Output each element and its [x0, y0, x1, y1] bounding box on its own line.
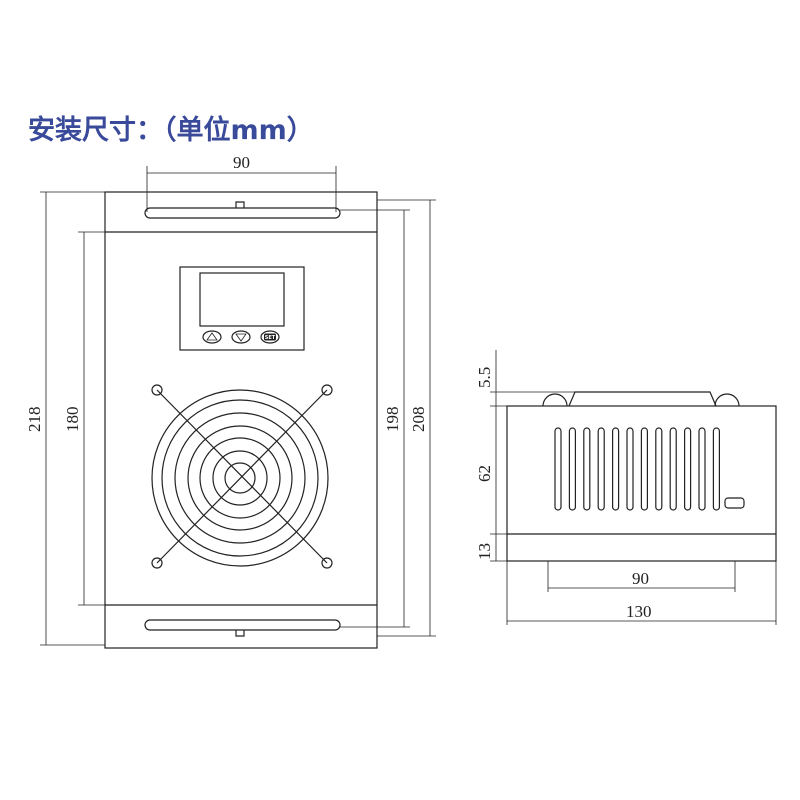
- dim-180-label: 180: [63, 407, 82, 433]
- vent-slot: [626, 427, 634, 511]
- top-slot: [144, 207, 341, 219]
- vent-slot: [712, 427, 721, 511]
- fan-guard: [151, 384, 333, 569]
- dim-208-label: 208: [409, 407, 428, 433]
- up-arrow-icon: [206, 332, 218, 341]
- up-button[interactable]: [202, 330, 222, 344]
- dimensions-side: 5.5 62 13 90 130: [475, 350, 777, 625]
- side-view: 5.5 62 13 90 130: [475, 350, 777, 625]
- dim-218-label: 218: [25, 407, 44, 433]
- vent-slot: [683, 427, 692, 511]
- dim-130-label: 130: [626, 602, 652, 621]
- down-button[interactable]: [231, 330, 251, 344]
- front-view: SET 90 218 180 198 208: [25, 153, 436, 649]
- down-arrow-icon: [235, 333, 247, 342]
- vent-slot: [554, 427, 562, 511]
- dim-90-side-label: 90: [632, 569, 649, 588]
- page-title: 安装尺寸：（单位mm）: [28, 115, 314, 146]
- display-panel: SET: [179, 266, 305, 351]
- dim-90-label: 90: [233, 153, 250, 172]
- dimensions-front: 90 218 180 198 208: [25, 153, 436, 646]
- dim-62-label: 62: [475, 465, 494, 482]
- indicator: [724, 497, 745, 509]
- dim-13-label: 13: [475, 543, 494, 560]
- vent-slot: [669, 427, 677, 511]
- vent-slots: [554, 427, 721, 511]
- vent-slot: [611, 427, 620, 511]
- set-button[interactable]: [260, 330, 280, 344]
- vent-slot: [655, 427, 663, 511]
- vent-slot: [597, 427, 605, 511]
- vent-slot: [568, 427, 577, 511]
- vent-slot: [583, 427, 591, 511]
- set-button-label: SET: [265, 335, 276, 341]
- dim-5-5-label: 5.5: [475, 367, 494, 388]
- bottom-slot: [144, 619, 341, 631]
- dim-198-label: 198: [383, 407, 402, 433]
- vent-slot: [698, 427, 706, 511]
- vent-slot: [640, 427, 649, 511]
